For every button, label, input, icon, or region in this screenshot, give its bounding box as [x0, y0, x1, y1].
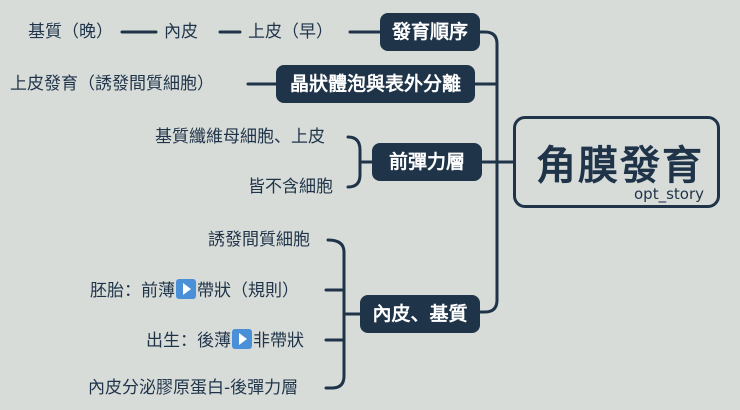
leaf-epithelium-development: 上皮發育（誘發間質細胞）	[10, 74, 214, 94]
root-tag: opt_story	[634, 185, 704, 203]
leaf-birth-before: 出生：後薄	[146, 331, 231, 351]
branch-lens-vesicle: 晶狀體泡與表外分離	[276, 65, 475, 103]
branch-bowman-layer: 前彈力層	[372, 143, 482, 181]
branch-development-order: 發育順序	[380, 13, 480, 51]
leaf-birth-after: 非帶狀	[253, 331, 304, 351]
leaf-embryo-anterior: 胚胎：前薄 帶狀（規則）	[90, 279, 299, 302]
root-title: 角膜發育	[536, 143, 704, 189]
leaf-endothelium: 內皮	[164, 22, 198, 42]
leaf-descemet: 內皮分泌膠原蛋白-後彈力層	[88, 378, 299, 398]
leaf-stroma-late: 基質（晚）	[28, 22, 113, 42]
leaf-birth-posterior: 出生：後薄 非帶狀	[146, 329, 304, 352]
leaf-acellular: 皆不含細胞	[248, 177, 333, 197]
root-node: 角膜發育 opt_story	[513, 116, 720, 208]
leaf-epithelium-early: 上皮（早）	[248, 22, 333, 42]
branch-endothelium-stroma: 內皮、基質	[360, 295, 480, 333]
leaf-embryo-before: 胚胎：前薄	[90, 281, 175, 301]
leaf-embryo-after: 帶狀（規則）	[197, 281, 299, 301]
play-button-icon	[176, 279, 196, 299]
leaf-induce-mesenchyme: 誘發間質細胞	[208, 230, 310, 250]
play-button-icon	[232, 329, 252, 349]
leaf-fibroblast-epithelium: 基質纖維母細胞、上皮	[155, 127, 325, 147]
